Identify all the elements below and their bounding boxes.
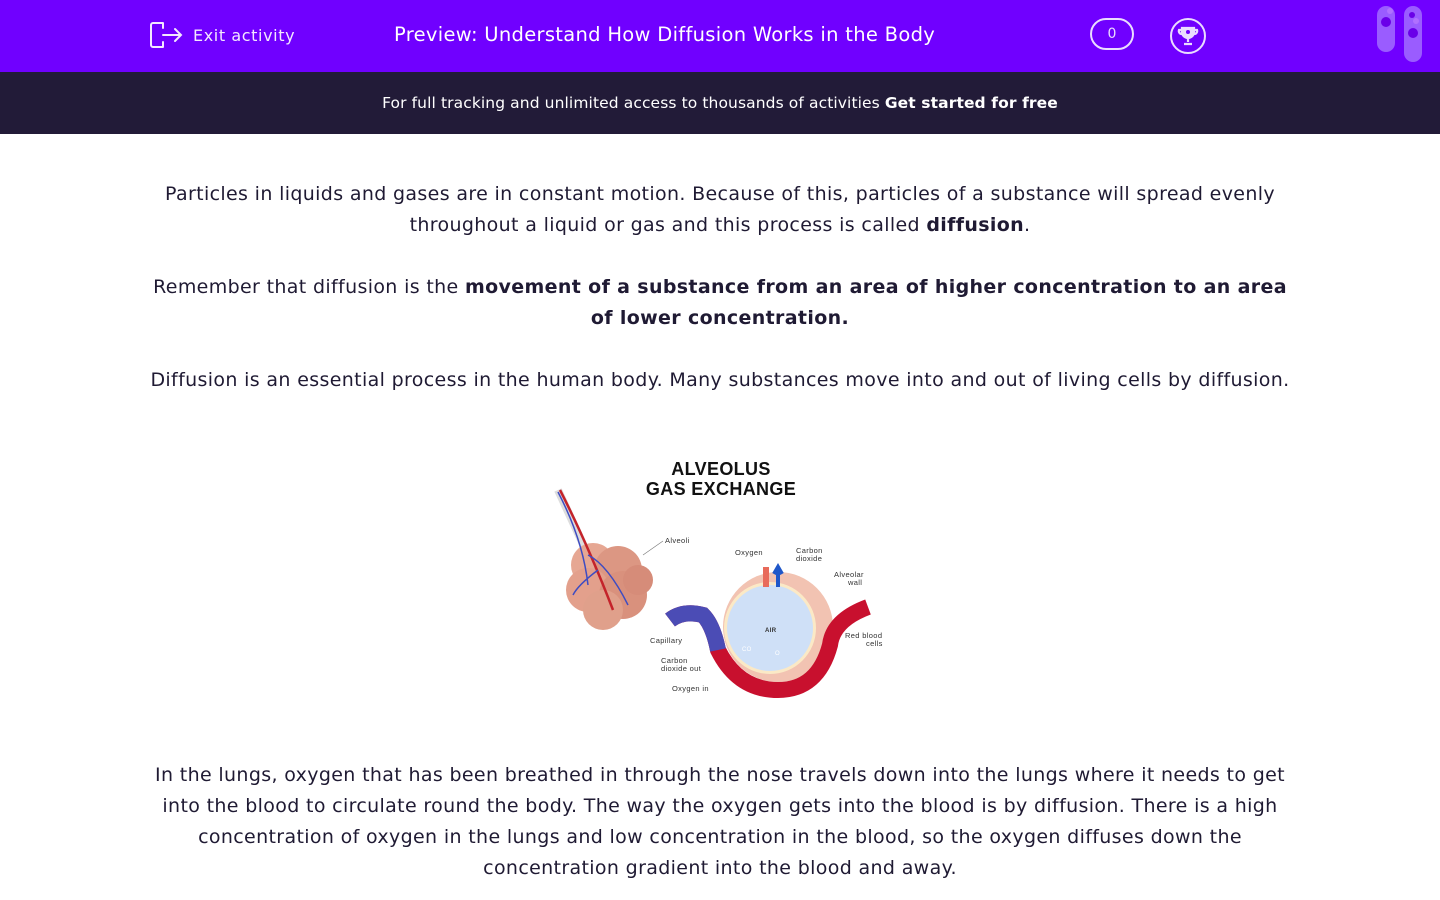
svg-text:Alveoli: Alveoli bbox=[665, 536, 690, 545]
alveolus-diagram: ALVEOLUS GAS EXCHANGE Alveoli Oxygen Car… bbox=[553, 459, 883, 699]
alveolus-cross-section bbox=[664, 562, 871, 699]
upgrade-banner: For full tracking and unlimited access t… bbox=[0, 72, 1440, 134]
svg-text:AIR: AIR bbox=[765, 628, 777, 634]
svg-text:dioxide: dioxide bbox=[796, 554, 822, 563]
exit-activity-button[interactable]: Exit activity bbox=[149, 21, 295, 49]
svg-text:wall: wall bbox=[847, 578, 862, 587]
test-tubes-logo bbox=[1377, 6, 1422, 62]
svg-text:Red blood: Red blood bbox=[845, 631, 882, 640]
trophy-icon bbox=[1177, 26, 1199, 46]
svg-text:cells: cells bbox=[866, 639, 883, 648]
trophy-button[interactable] bbox=[1170, 18, 1206, 54]
svg-text:Capillary: Capillary bbox=[650, 636, 682, 645]
lesson-content: Particles in liquids and gases are in co… bbox=[150, 134, 1290, 884]
exit-icon bbox=[150, 22, 183, 48]
svg-text:Carbon: Carbon bbox=[796, 546, 823, 555]
svg-text:Oxygen: Oxygen bbox=[735, 548, 763, 557]
page-title: Preview: Understand How Diffusion Works … bbox=[394, 23, 936, 46]
paragraph-2: Remember that diffusion is the movement … bbox=[153, 276, 1287, 329]
banner-text: For full tracking and unlimited access t… bbox=[382, 94, 880, 112]
svg-text:Alveolar: Alveolar bbox=[834, 570, 864, 579]
svg-text:dioxide out: dioxide out bbox=[661, 664, 702, 673]
paragraph-1: Particles in liquids and gases are in co… bbox=[165, 183, 1275, 236]
exit-activity-label: Exit activity bbox=[193, 25, 296, 45]
paragraph-4: In the lungs, oxygen that has been breat… bbox=[155, 764, 1285, 879]
paragraph-3: Diffusion is an essential process in the… bbox=[150, 369, 1290, 391]
diagram-title-1: ALVEOLUS bbox=[671, 459, 770, 479]
score-badge: 0 bbox=[1090, 18, 1134, 50]
svg-text:Oxygen in: Oxygen in bbox=[672, 684, 709, 693]
svg-text:O: O bbox=[775, 651, 780, 657]
diagram-title-2: GAS EXCHANGE bbox=[645, 479, 795, 499]
svg-text:Carbon: Carbon bbox=[661, 656, 688, 665]
top-bar: Exit activity Preview: Understand How Di… bbox=[0, 0, 1440, 72]
get-started-link[interactable]: Get started for free bbox=[884, 94, 1058, 112]
svg-text:CO: CO bbox=[742, 647, 752, 653]
alveoli-cluster bbox=[553, 488, 653, 630]
